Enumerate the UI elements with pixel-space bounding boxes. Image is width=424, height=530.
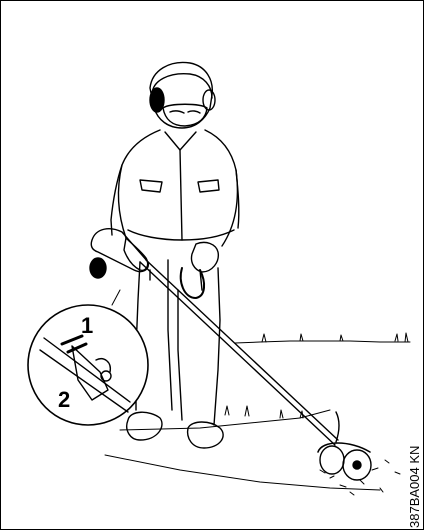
detail-inset	[28, 290, 148, 425]
callout-2: 2	[58, 389, 70, 411]
operator-body	[111, 130, 239, 246]
ground-edge	[105, 455, 380, 490]
gloves	[124, 238, 218, 272]
callout-1: 1	[81, 315, 93, 337]
grass-blades	[225, 406, 303, 418]
operator-head	[150, 62, 215, 128]
figure-code: 387BA004 KN	[407, 446, 422, 528]
grass-line	[235, 341, 410, 343]
